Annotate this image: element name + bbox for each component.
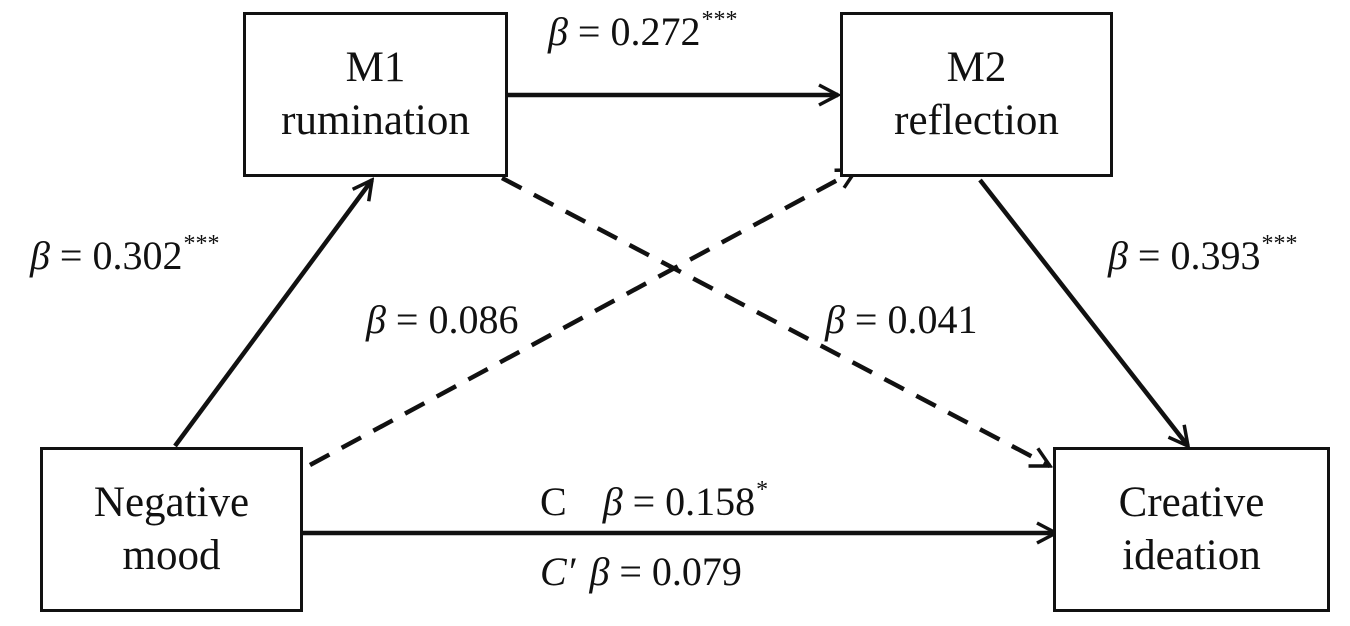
coefficient-value: = 0.272 [567,9,701,54]
beta-symbol: β [589,549,610,594]
label-x-to-m2: β = 0.086 [366,300,518,340]
node-x-line2: mood [122,531,221,579]
node-y-line2: ideation [1122,531,1261,579]
node-x-line1: Negative [93,479,250,527]
node-m1-line1: M1 [345,44,406,92]
label-m1-to-y: β = 0.041 [825,300,977,340]
significance-stars: *** [1261,231,1298,257]
beta-symbol: β [825,297,845,342]
coefficient-value: = 0.158 [622,479,756,524]
coefficient-value: = 0.302 [49,233,183,278]
path-c-prefix: C [540,479,567,524]
beta-symbol: β [602,479,623,524]
label-m2-to-y: β = 0.393*** [1108,232,1297,278]
node-m2-line1: M2 [946,44,1007,92]
coefficient-value: = 0.393 [1127,233,1261,278]
node-y-line1: Creative [1118,479,1265,527]
path-c-prime-prefix: C′ [540,549,576,594]
node-negative-mood: Negative mood [40,447,303,612]
node-m2-line2: reflection [894,96,1059,144]
beta-symbol: β [548,9,568,54]
beta-symbol: β [30,233,50,278]
arrow-m2-to-y [978,178,1188,446]
label-direct-effect-c-prime: C′ β = 0.079 [540,552,742,592]
node-m1-rumination: M1 rumination [243,12,508,177]
label-m1-to-m2: β = 0.272*** [548,8,737,54]
arrow-x-to-m1 [173,180,372,448]
significance-stars: * [756,477,769,503]
coefficient-value: = 0.086 [385,297,519,342]
significance-stars: *** [701,7,738,33]
coefficient-value: = 0.079 [609,549,742,594]
node-m1-line2: rumination [281,96,470,144]
node-creative-ideation: Creative ideation [1053,447,1330,612]
node-m2-reflection: M2 reflection [840,12,1113,177]
significance-stars: *** [183,231,220,257]
arrow-x-to-m2-dashed [308,168,856,467]
label-x-to-m1: β = 0.302*** [30,232,219,278]
coefficient-value: = 0.041 [844,297,978,342]
arrow-m1-to-y-dashed [500,176,1050,468]
beta-symbol: β [1108,233,1128,278]
beta-symbol: β [366,297,386,342]
